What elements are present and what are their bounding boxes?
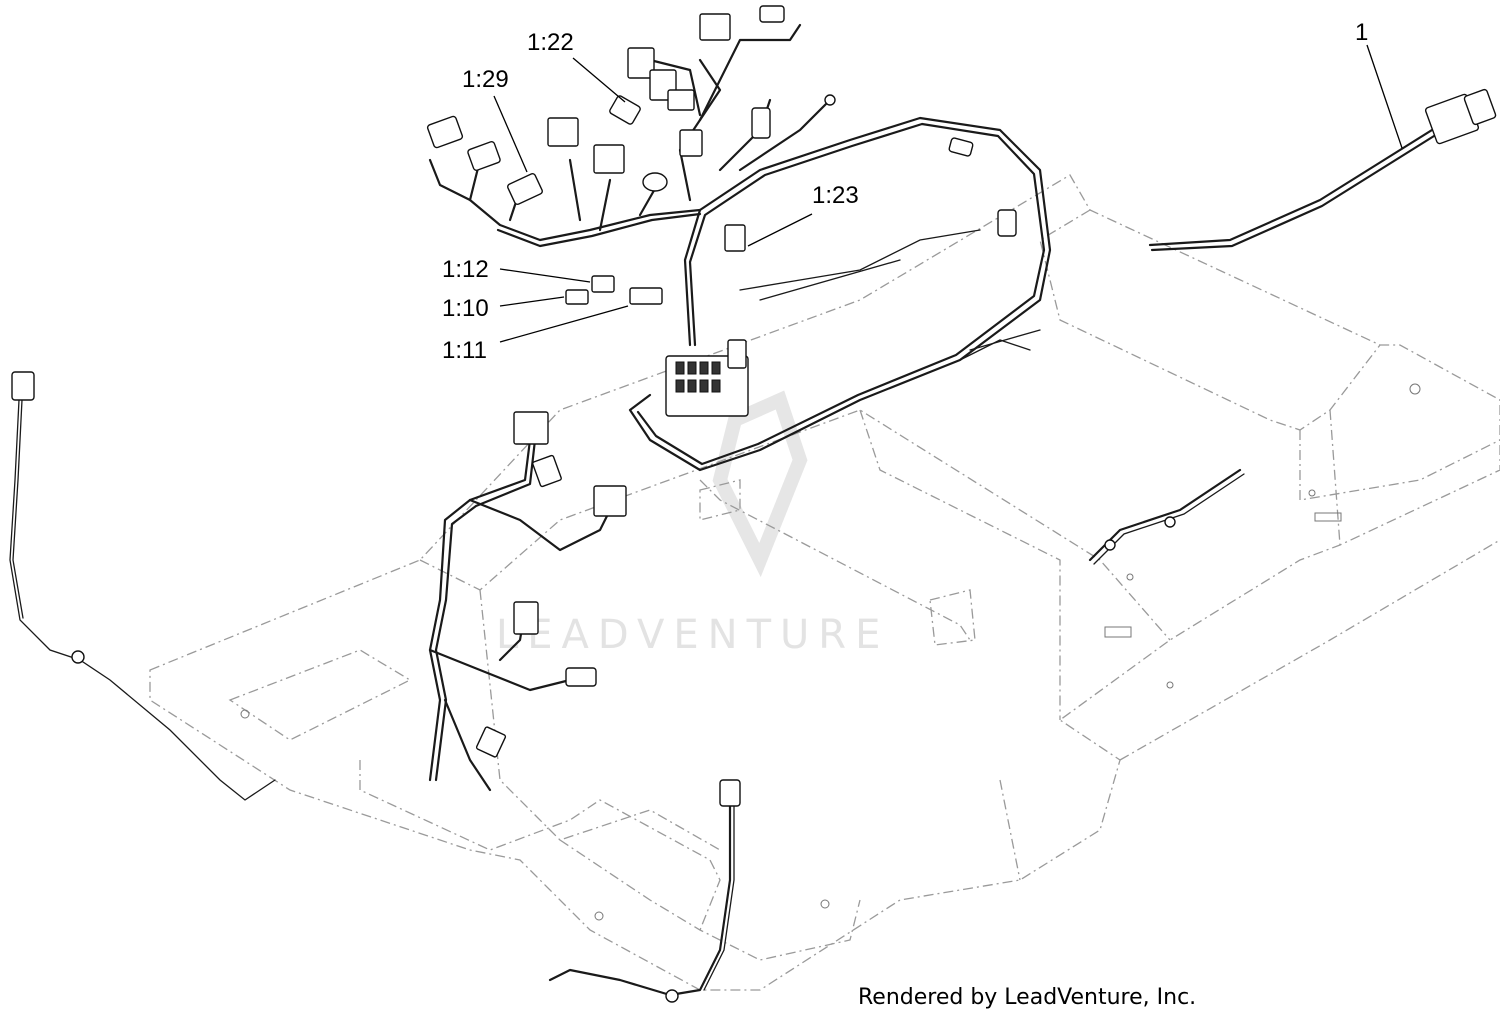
- callout-1-23: 1:23: [812, 182, 859, 209]
- item-1-cable: [1148, 88, 1497, 252]
- watermark-logo: [712, 390, 808, 578]
- left-cable: [9, 371, 276, 801]
- leader-1-11: [499, 305, 629, 343]
- callout-1-11: 1:11: [442, 337, 487, 364]
- main-harness-loop: [628, 116, 1052, 472]
- right-frame-cable: [1088, 468, 1245, 565]
- watermark: LEADVENTURE: [496, 390, 889, 658]
- render-credit: Rendered by LeadVenture, Inc.: [858, 985, 1197, 1010]
- lower-mid-cable: [548, 779, 741, 1003]
- leader-1-23: [747, 213, 813, 247]
- lower-harness: [428, 411, 627, 792]
- callout-1-22: 1:22: [527, 29, 574, 56]
- leader-lines: [493, 44, 1403, 343]
- callout-1-10: 1:10: [442, 295, 489, 322]
- leader-1: [1366, 44, 1403, 149]
- callout-1: 1: [1355, 19, 1368, 46]
- callout-1-29: 1:29: [462, 66, 509, 93]
- chassis-frame: [149, 174, 1500, 991]
- leader-1-10: [499, 296, 565, 307]
- leader-1-22: [572, 57, 626, 103]
- watermark-text: LEADVENTURE: [496, 612, 889, 658]
- callout-1-12: 1:12: [442, 256, 489, 283]
- upper-left-branches: [426, 5, 836, 248]
- loose-terminals: [565, 275, 663, 305]
- leader-1-12: [499, 268, 591, 283]
- callout-labels: 1:22 1:29 1 1:23 1:12 1:10 1:11: [442, 19, 1368, 364]
- fuse-relay-block: [665, 224, 981, 417]
- leader-1-29: [493, 95, 528, 173]
